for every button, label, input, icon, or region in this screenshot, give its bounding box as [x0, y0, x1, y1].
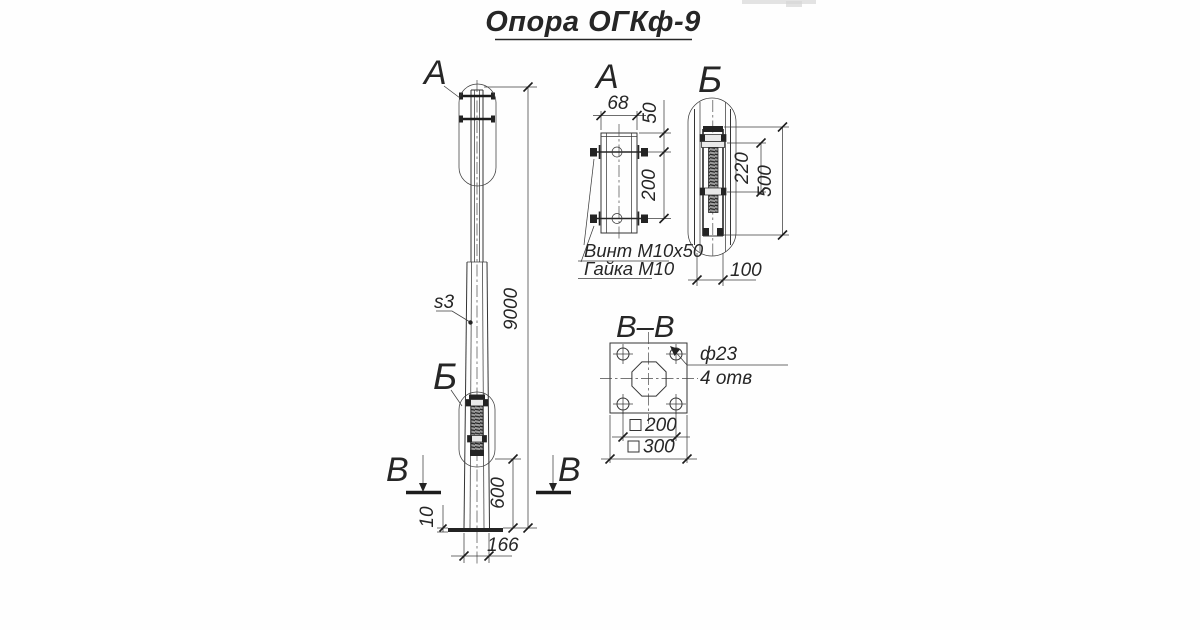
- dim-68-text: 68: [607, 93, 629, 114]
- hole-leader: [671, 347, 788, 366]
- hole-diameter-text: ф23: [700, 344, 737, 365]
- section-vv: В–В ф23 4 отв: [600, 309, 788, 465]
- main-view: А Б s3: [386, 54, 581, 566]
- dim-square-200-text: 200: [644, 415, 677, 436]
- callout-a-letter: А: [422, 54, 447, 92]
- top-bolts: [459, 92, 495, 123]
- hole-callout: ф23 4 отв: [670, 344, 788, 389]
- callout-a-stadium: [458, 83, 497, 187]
- dimension-9000: 9000: [484, 81, 537, 534]
- square-symbol-300: [627, 440, 640, 453]
- dim-50-text: 50: [640, 102, 661, 124]
- dimension-square-300: 300: [601, 415, 697, 465]
- dim-500-text: 500: [755, 165, 776, 197]
- section-mark-left: В: [386, 451, 441, 495]
- section-letter-left: В: [386, 451, 409, 489]
- detail-b-joint-assembly: [699, 126, 727, 237]
- dim-200-text: 200: [639, 169, 660, 202]
- detail-a: А: [578, 58, 704, 279]
- note-screw: Винт М10х50: [584, 240, 704, 261]
- drawing-title: Опора ОГКф-9: [485, 6, 701, 41]
- dimension-600: 600: [488, 453, 521, 534]
- dimension-100: 100: [688, 253, 762, 286]
- dim-square-300-text: 300: [643, 437, 675, 458]
- scan-artifact: [742, 0, 816, 4]
- wall-thickness-leader: [436, 310, 471, 323]
- detail-b-heading: Б: [698, 59, 722, 100]
- dimension-10: 10: [417, 505, 448, 533]
- section-letter-right: В: [558, 451, 581, 489]
- leader-dot: [468, 320, 473, 325]
- callout-b-stadium: [458, 391, 496, 468]
- hole-count-text: 4 отв: [700, 368, 752, 389]
- hole-leader-arrow: [670, 346, 680, 356]
- pole-cross-section-octagon: [631, 361, 667, 397]
- dimension-square-200: 200: [612, 411, 690, 443]
- note-nut: Гайка М10: [584, 258, 675, 279]
- detail-a-tube: [600, 124, 638, 241]
- dimension-166: 166: [451, 533, 519, 563]
- dimension-500: 500: [724, 121, 789, 241]
- dimension-220: 220: [727, 137, 767, 198]
- detail-b: Б: [687, 59, 789, 286]
- dim-100-text: 100: [730, 260, 762, 281]
- joint-assembly: [465, 394, 489, 456]
- callout-b-letter: Б: [433, 356, 457, 397]
- detail-b-stadium: [687, 97, 737, 257]
- dim-220-text: 220: [732, 152, 753, 185]
- section-mark-right: В: [536, 451, 581, 495]
- callout-b-leader: [450, 389, 463, 407]
- detail-a-bolt-top: [590, 145, 648, 159]
- wall-thickness-label: s3: [434, 292, 455, 313]
- scan-artifact-2: [786, 1, 802, 7]
- section-vv-heading: В–В: [616, 309, 675, 344]
- dim-166-text: 166: [487, 535, 519, 556]
- section-arrow-right: [549, 483, 557, 492]
- base-plate: [448, 528, 503, 532]
- detail-a-heading: А: [594, 58, 619, 96]
- dim-9000-text: 9000: [501, 287, 522, 330]
- section-arrow-left: [419, 483, 427, 492]
- dimension-50-200: 50 200: [639, 100, 671, 224]
- detail-a-bolt-bottom: [590, 211, 648, 226]
- dim-10-text: 10: [417, 506, 438, 528]
- dim-600-text: 600: [488, 477, 509, 509]
- callout-a-leader: [443, 85, 461, 99]
- detail-a-notes: Винт М10х50 Гайка М10: [578, 158, 704, 279]
- dimension-68: 68: [593, 93, 646, 130]
- square-symbol-200: [629, 419, 642, 431]
- wall-thickness-note: s3: [434, 292, 473, 325]
- page-title: Опора ОГКф-9: [485, 6, 701, 38]
